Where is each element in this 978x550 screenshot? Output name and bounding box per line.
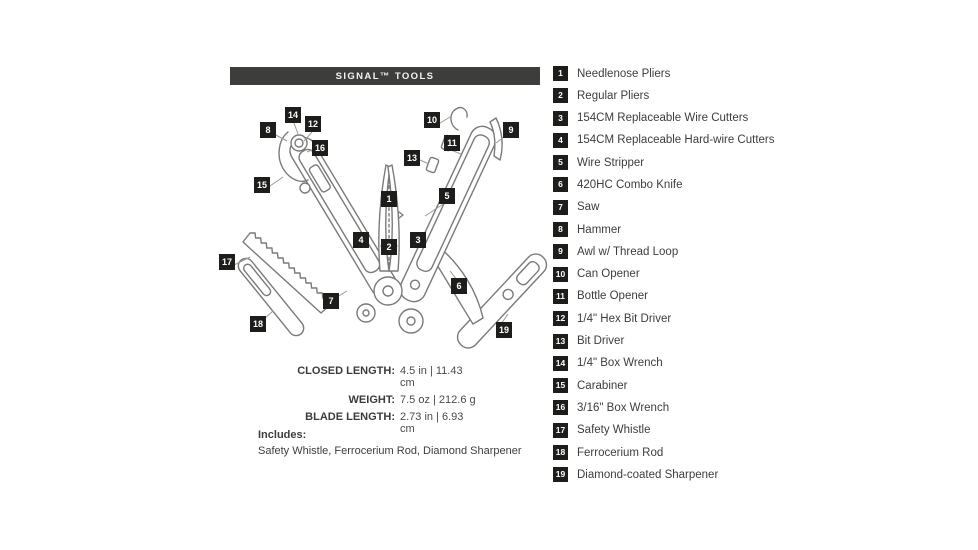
callout-badge-6: 6 bbox=[451, 278, 467, 294]
callout-badge-15: 15 bbox=[254, 177, 270, 193]
legend-item-number: 10 bbox=[553, 266, 568, 282]
callout-badge-14: 14 bbox=[285, 107, 301, 123]
legend-item-number: 15 bbox=[553, 378, 568, 394]
legend-item-number: 18 bbox=[553, 445, 568, 461]
callout-badge-19: 19 bbox=[496, 322, 512, 338]
diagram-title-bar: SIGNAL™ TOOLS bbox=[230, 67, 540, 85]
callout-badge-4: 4 bbox=[353, 232, 369, 248]
legend-row: 19 Diamond-coated Sharpener bbox=[553, 467, 783, 483]
legend-row: 12 1/4" Hex Bit Driver bbox=[553, 311, 783, 327]
legend-row: 10 Can Opener bbox=[553, 266, 783, 282]
legend-item-number: 12 bbox=[553, 311, 568, 327]
callout-badge-5: 5 bbox=[439, 188, 455, 204]
legend-row: 17 Safety Whistle bbox=[553, 422, 783, 438]
spec-label-weight: WEIGHT: bbox=[348, 394, 395, 406]
legend-item-label: Diamond-coated Sharpener bbox=[577, 468, 719, 481]
callout-badge-13: 13 bbox=[404, 150, 420, 166]
legend-item-label: Safety Whistle bbox=[577, 424, 651, 437]
legend-item-number: 16 bbox=[553, 400, 568, 416]
callout-badge-11: 11 bbox=[444, 135, 460, 151]
includes-label: Includes: bbox=[258, 429, 307, 441]
legend-row: 3 154CM Replaceable Wire Cutters bbox=[553, 110, 783, 126]
legend-item-label: Bit Driver bbox=[577, 335, 625, 348]
callout-badge-10: 10 bbox=[424, 112, 440, 128]
spec-value-blade-length: 2.73 in | 6.93 cm bbox=[400, 411, 464, 435]
legend-item-label: Needlenose Pliers bbox=[577, 67, 671, 80]
legend-item-number: 3 bbox=[553, 110, 568, 126]
legend-item-label: Carabiner bbox=[577, 379, 628, 392]
includes-text: Safety Whistle, Ferrocerium Rod, Diamond… bbox=[258, 445, 522, 457]
legend-item-number: 1 bbox=[553, 66, 568, 81]
legend-item-label: Hammer bbox=[577, 223, 622, 236]
callout-badge-9: 9 bbox=[503, 122, 519, 138]
legend: 1 Needlenose Pliers 2 Regular Pliers 3 1… bbox=[553, 66, 783, 490]
specs-section: CLOSED LENGTH: 4.5 in | 11.43 cm WEIGHT:… bbox=[230, 365, 480, 435]
legend-row: 2 Regular Pliers bbox=[553, 88, 783, 104]
legend-item-number: 8 bbox=[553, 222, 568, 238]
legend-item-number: 4 bbox=[553, 132, 568, 148]
spec-label-closed-length: CLOSED LENGTH: bbox=[297, 365, 395, 377]
legend-row: 7 Saw bbox=[553, 199, 783, 215]
legend-item-label: Can Opener bbox=[577, 268, 640, 281]
callout-badge-1: 1 bbox=[381, 191, 397, 207]
legend-item-number: 9 bbox=[553, 244, 568, 260]
spec-label-blade-length: BLADE LENGTH: bbox=[305, 411, 395, 423]
legend-item-label: Regular Pliers bbox=[577, 89, 650, 102]
legend-item-label: Ferrocerium Rod bbox=[577, 446, 664, 459]
legend-item-number: 7 bbox=[553, 199, 568, 215]
legend-row: 5 Wire Stripper bbox=[553, 155, 783, 171]
legend-item-label: Bottle Opener bbox=[577, 290, 648, 303]
callout-badge-16: 16 bbox=[312, 140, 328, 156]
callout-badge-3: 3 bbox=[410, 232, 426, 248]
legend-item-number: 13 bbox=[553, 333, 568, 349]
legend-row: 13 Bit Driver bbox=[553, 333, 783, 349]
legend-row: 14 1/4" Box Wrench bbox=[553, 355, 783, 371]
legend-row: 4 154CM Replaceable Hard-wire Cutters bbox=[553, 132, 783, 148]
callout-badge-17: 17 bbox=[219, 254, 235, 270]
legend-item-label: 1/4" Box Wrench bbox=[577, 357, 663, 370]
legend-item-label: 3/16" Box Wrench bbox=[577, 401, 670, 414]
legend-row: 8 Hammer bbox=[553, 222, 783, 238]
spec-value-weight: 7.5 oz | 212.6 g bbox=[400, 394, 476, 406]
legend-item-number: 19 bbox=[553, 467, 568, 483]
legend-item-number: 14 bbox=[553, 355, 568, 371]
legend-item-number: 11 bbox=[553, 288, 568, 304]
legend-item-label: 1/4" Hex Bit Driver bbox=[577, 312, 672, 325]
includes-section: Includes: Safety Whistle, Ferrocerium Ro… bbox=[258, 429, 522, 457]
legend-item-number: 17 bbox=[553, 422, 568, 438]
legend-row: 1 Needlenose Pliers bbox=[553, 66, 783, 81]
legend-row: 9 Awl w/ Thread Loop bbox=[553, 244, 783, 260]
legend-item-number: 5 bbox=[553, 155, 568, 171]
legend-item-number: 6 bbox=[553, 177, 568, 193]
legend-item-label: Saw bbox=[577, 201, 600, 214]
page-title: SIGNAL™ TOOLS bbox=[335, 70, 435, 82]
legend-row: 18 Ferrocerium Rod bbox=[553, 445, 783, 461]
legend-row: 16 3/16" Box Wrench bbox=[553, 400, 783, 416]
callout-badge-7: 7 bbox=[323, 293, 339, 309]
legend-item-label: Wire Stripper bbox=[577, 156, 645, 169]
spec-value-closed-length: 4.5 in | 11.43 cm bbox=[400, 365, 463, 389]
legend-item-label: 154CM Replaceable Wire Cutters bbox=[577, 112, 749, 125]
callout-badge-18: 18 bbox=[250, 316, 266, 332]
callout-badge-2: 2 bbox=[381, 239, 397, 255]
legend-item-label: Awl w/ Thread Loop bbox=[577, 245, 679, 258]
legend-row: 15 Carabiner bbox=[553, 378, 783, 394]
legend-row: 11 Bottle Opener bbox=[553, 288, 783, 304]
legend-item-number: 2 bbox=[553, 88, 568, 104]
legend-item-label: 420HC Combo Knife bbox=[577, 178, 683, 191]
callout-badge-8: 8 bbox=[260, 122, 276, 138]
legend-item-label: 154CM Replaceable Hard-wire Cutters bbox=[577, 134, 775, 147]
legend-row: 6 420HC Combo Knife bbox=[553, 177, 783, 193]
callout-badge-12: 12 bbox=[305, 116, 321, 132]
